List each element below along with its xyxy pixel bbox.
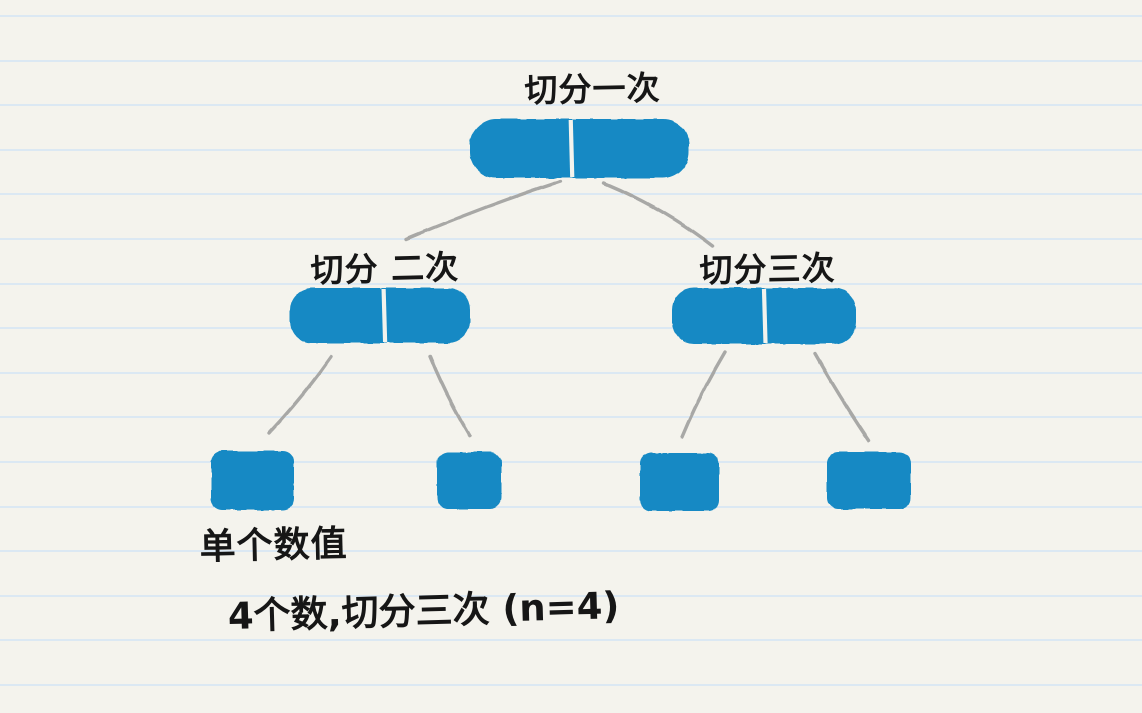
leaf-node-4[interactable] [827, 452, 911, 509]
connector-right-leaf4 [813, 352, 871, 443]
leaf-node-2-body [437, 452, 501, 509]
right-child-node-split-line [761, 288, 768, 344]
connector-root-left [404, 179, 563, 241]
connector-left-leaf1 [267, 355, 333, 435]
annotation-summary: 4个数,切分三次 (n=4) [227, 584, 620, 638]
leaf-node-3[interactable] [640, 453, 719, 511]
left-child-node[interactable] [290, 288, 470, 343]
connector-root-right [602, 181, 715, 248]
root-node-body [470, 119, 689, 178]
root-node[interactable] [470, 119, 689, 178]
left-child-node-label: 切分 二次 [310, 247, 460, 290]
connector-right-leaf3 [680, 350, 727, 439]
right-child-node-label: 切分三次 [699, 248, 836, 290]
root-node-split-line [568, 119, 575, 178]
right-child-node[interactable] [672, 288, 856, 344]
connector-layer [267, 179, 871, 443]
leaf-node-4-body [827, 452, 911, 509]
left-child-node-split-line [381, 288, 388, 343]
leaf-node-1-body [211, 451, 294, 510]
annotation-single-value: 单个数值 [199, 523, 349, 568]
left-child-node-body [290, 288, 470, 343]
leaf-node-3-body [640, 453, 719, 511]
node-layer [211, 119, 911, 511]
connector-left-leaf2 [428, 354, 472, 438]
leaf-node-1[interactable] [211, 451, 294, 510]
root-node-label: 切分一次 [524, 68, 661, 110]
leaf-node-2[interactable] [437, 452, 501, 509]
